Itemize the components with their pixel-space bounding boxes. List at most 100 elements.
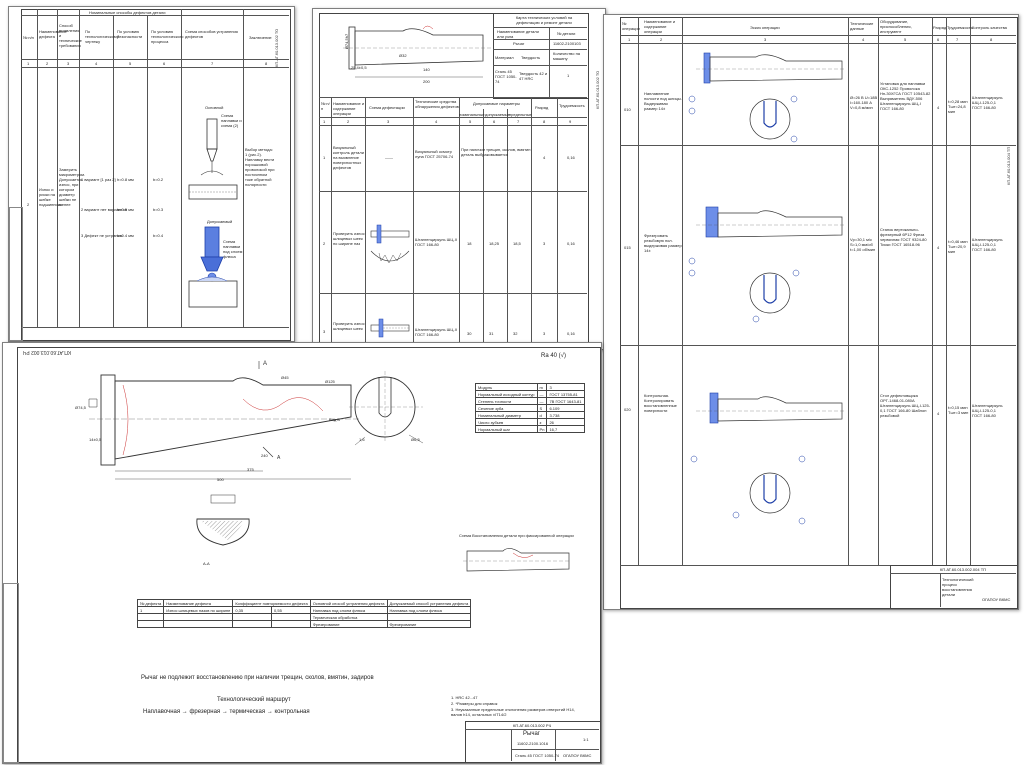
card-qty: 1 [567,73,570,78]
s2-r1-p1: 18 [467,241,472,246]
s3-r0-equip: Установка для наплавки ОКС-1252 Проволок… [880,81,931,111]
sheet3-code: КП.АТ.60.013.004 ТП [1006,146,1011,185]
sheet-tech-process: КП.АТ.60.013.004 ТП № операции Наименова… [603,14,1019,610]
col-num: 7 [517,119,520,124]
s2-r0-op: Визуальный контроль детали на выявление … [333,145,364,170]
s3-tb-org: ОГАПОУ ВКМС [982,597,1011,602]
param-val: 7В ГОСТ 1643-81 [546,397,585,405]
s2-h0: № п/п [321,101,330,111]
col-num: 8 [543,119,546,124]
col-num: 5 [904,37,907,42]
sheet2-dim-0: Ø74,5h7 [344,33,350,50]
sheet1-conclusion: Выбор метода: 1 (рис.2). Наплавку вести … [245,147,275,187]
defect-method-table: № дефекта Наименование дефекта Коэффицие… [136,599,472,628]
s3-h1: Наименование и содержание операции [644,19,676,34]
sheet3-title-block [890,565,1018,609]
s2-h4: Допускаемые параметры [473,101,520,106]
col-num: 7 [211,61,214,66]
sheet1-frame [21,9,291,341]
s3-r1-qc: Штангенциркуль ШЦ-I-125-0,1 ГОСТ 166-80 [972,237,1003,252]
sheet1-v3-2: b=0.4 [153,233,164,238]
param-sym: S [536,404,548,412]
param-label: Номинальный диаметр [475,411,538,419]
sheet2-dim-2: Ø32 [399,53,407,58]
s2-r2-time: 0,16 [567,331,575,336]
card-num: 11602-2100103 [553,41,581,46]
col-num: 8 [990,37,993,42]
dt-h4: Допускаемый способ устранения дефекта [386,599,472,607]
s4-dim-6: 500 [217,477,224,482]
route-text: Наплавочная → фрезерная → термическая → … [143,709,310,715]
s3-h4: Оборудование, приспособления, инструмент [880,19,912,34]
s2-r0-tools: Визуальный осмотр лупа ГОСТ 25706-74 [415,149,454,159]
s4-tb-sub: 11602-2100.1016 [517,741,549,746]
dt-h3: Основной способ устранения дефекта [309,599,388,607]
col-num: 2 [347,119,350,124]
note-3: 3. Неуказанные предельные отклонения раз… [451,707,575,717]
s2-r1-n: 2 [323,241,326,246]
sheet4-frame [17,347,601,763]
col-num: 4 [435,119,438,124]
col-num: 1 [27,61,30,66]
param-sym: z [536,418,548,426]
card-hard-label: Твердость [521,55,541,60]
dt-h1: Наименование дефекта [163,599,234,607]
s4-view-label: Вид Б [329,417,340,422]
s3-r1-grade: 4 [937,245,940,250]
sheet1-v3-0: b=0.2 [153,177,164,182]
dt-h0: № дефекта [136,599,165,607]
sheet1-v3-1: b=0.3 [153,207,164,212]
dt-cell: Наплавка под слоем флюса [309,606,388,614]
s4-dim-4: 240 [261,453,268,458]
s4-dim-0: Ø74,5 [75,405,86,410]
sheet2-dim-1: 25,4±0,5 [351,65,367,70]
card-name-label: Наименование детали или узла [497,29,539,39]
s2-h1: Наименование и содержание операции [333,101,365,116]
sheet-defect-card: КП.АТ.60.013.002 ТО Ø74,5h7 25,4±0,5 Ø32… [312,8,606,350]
note-2: 2. *Размеры для справок [451,701,498,706]
s3-h0: № операции [622,21,640,31]
s3-r1-n: 015 [624,245,631,250]
s2-r0-time: 0,16 [567,155,575,160]
s4-tb-mat: Сталь 45 ГОСТ 1050-74 [515,753,560,758]
col-num: 3 [764,37,767,42]
s3-r0-op: Наплавление полости под шлицы. Выдержива… [644,91,682,111]
param-label: Нормальный шаг [475,425,538,433]
s3-r0-tech: Ø=26 В U=18В I=160-180 А V=0,8 м/мин [850,95,878,110]
sheet1-val-2: 3 Дефект не устраним [81,233,123,238]
s2-r0-params: При наличии трещин, сколов, вмятин детал… [461,147,531,157]
s2-r2-p3: 32 [513,331,518,336]
s4-dim-2: Ø125 [325,379,335,384]
sheet4-code-top: КП.АТ.60.013.002 РЧ [23,349,71,355]
lever-main-drawing: А А [88,361,359,480]
card-num-label: № детали [557,31,576,36]
flux-welding-sketch [188,226,238,308]
s3-r0-qc: Штангенциркуль ШЦ-I-125-0,1 ГОСТ 166-80 [972,95,1003,110]
card-qty-label: Количество на машину [553,51,581,61]
s3-h6: Трудоемкость [947,25,973,30]
param-val: 3.738 [546,411,585,419]
section-view-b [349,371,424,446]
card-mat-label: Материал [495,55,514,60]
s3-r0-time: t=0,28 мин Тшт=24,8 мин [948,99,968,114]
param-sym: m [536,383,548,391]
col-num: 7 [956,37,959,42]
param-val: 16,7 [546,425,585,433]
sheet-repair-drawing: КП.АТ.60.013.002 РЧ Ra 40 (√) А А Ø74,5 … [2,342,602,764]
dt-cell: Фрезерование [309,620,388,628]
col-num: 9 [569,119,572,124]
col-num: 3 [67,61,70,66]
sheet1-scheme-title: Основной [205,105,224,110]
sheet1-scheme-title2: Допускаемый [207,219,233,224]
section-view-a [196,494,250,546]
card-title: Карта технических условий на дефектацию … [515,15,573,25]
s2-r1-p2: 18,25 [489,241,500,246]
s3-r1-tech: Vр=30,1 м/с S=1,0 мм/об t=1,00 об/мин [850,237,876,252]
s2-sub-1: допускаемые [485,112,510,117]
sheet1-code: КП.АТ.60.013.002 ТО [274,28,279,67]
op015-sketch [688,206,844,323]
sheet1-scheme-note: Схема наплавки и схема (2) [221,113,242,128]
s2-r1-op: Проверить износ шлицевых шеек по ширине … [333,231,365,246]
s3-r2-equip: Стол дефектовщика ОРГ-1468-01-080А Штанг… [880,393,931,418]
s2-r2-n: 3 [323,329,326,334]
